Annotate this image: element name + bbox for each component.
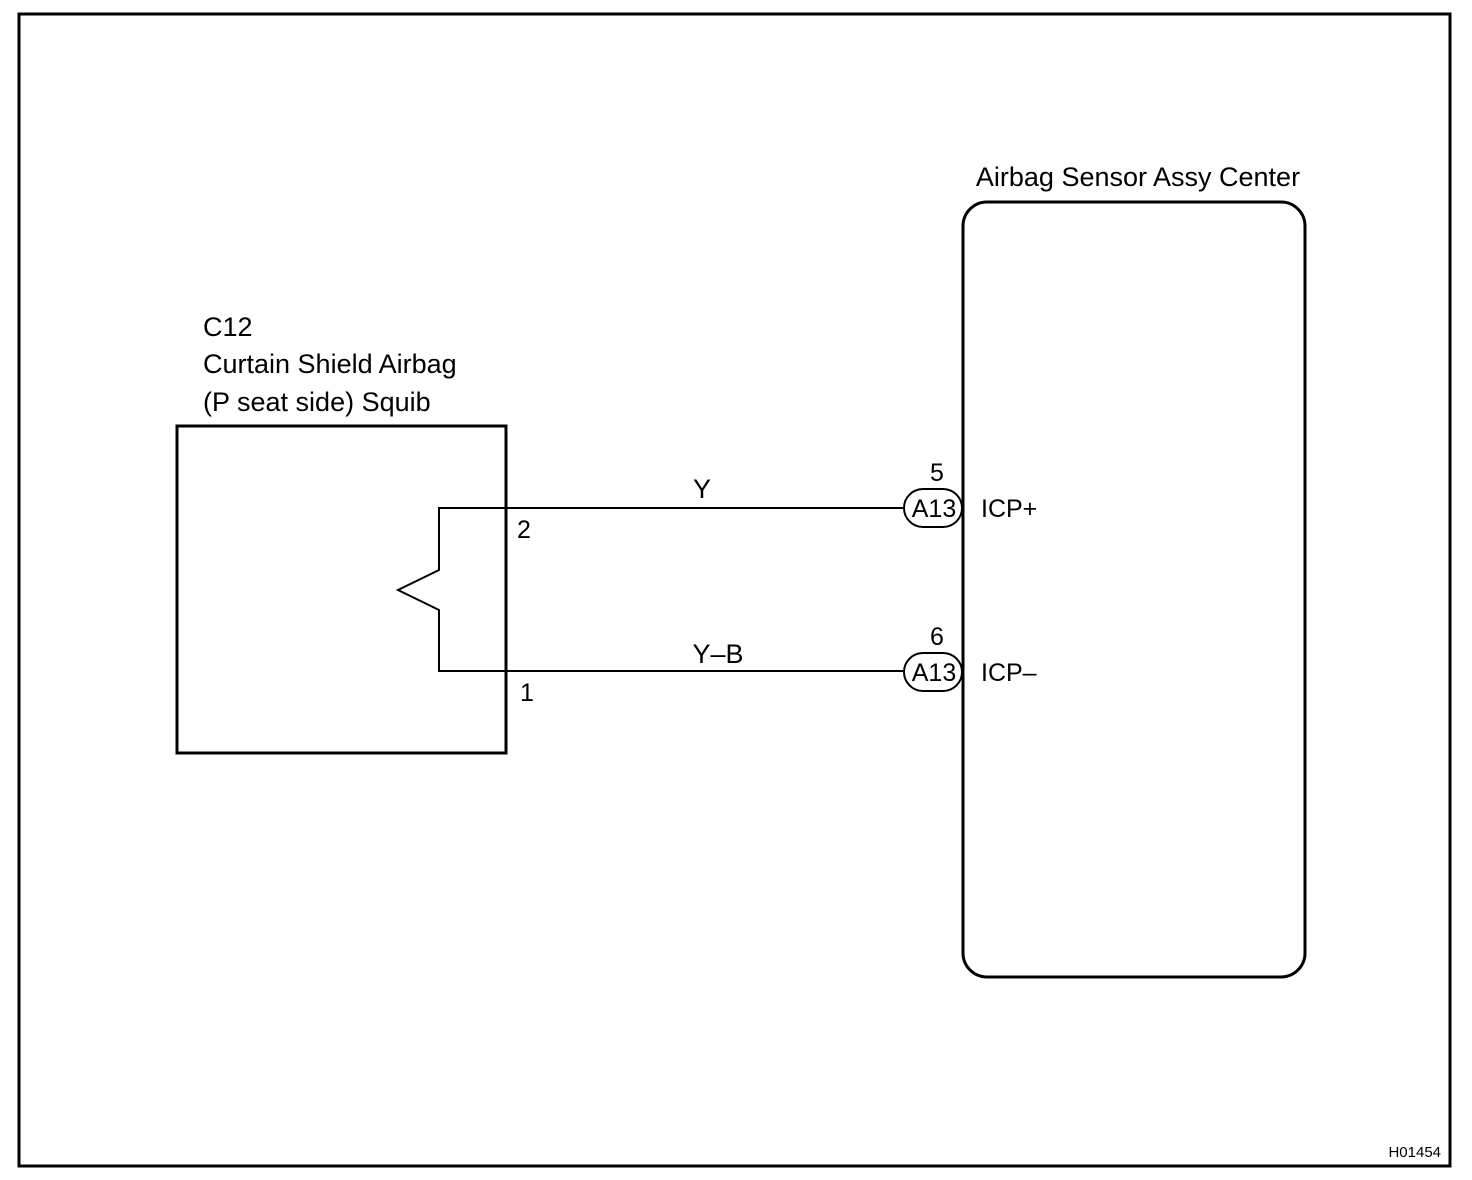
sensor-component: Airbag Sensor Assy Center 5 A13 ICP+ 6 A… xyxy=(903,162,1307,979)
connector-a13-bottom xyxy=(903,652,963,692)
wire-y: Y xyxy=(506,474,905,509)
signal-icp-minus: ICP– xyxy=(981,659,1037,687)
signal-icp-plus: ICP+ xyxy=(981,495,1037,523)
connector-a13-top xyxy=(903,488,963,528)
sensor-box xyxy=(961,200,1307,979)
terminal-pin-5: 5 xyxy=(930,459,944,487)
figure-id: H01454 xyxy=(1388,1144,1441,1161)
wire-y-b: Y–B xyxy=(506,639,905,672)
sensor-terminal-6: 6 A13 ICP– xyxy=(903,623,1037,692)
sensor-terminal-5: 5 A13 ICP+ xyxy=(903,459,1037,528)
squib-element-symbol xyxy=(395,507,506,672)
connector-a13-bottom-label: A13 xyxy=(912,659,956,687)
squib-component: C12 Curtain Shield Airbag (P seat side) … xyxy=(175,312,534,755)
squib-name-line1: Curtain Shield Airbag xyxy=(203,349,457,379)
squib-name-line2: (P seat side) Squib xyxy=(203,387,431,417)
squib-box xyxy=(175,424,508,755)
squib-code: C12 xyxy=(203,312,253,342)
squib-pin-1: 1 xyxy=(520,679,534,707)
sensor-title: Airbag Sensor Assy Center xyxy=(976,162,1300,192)
terminal-pin-6: 6 xyxy=(930,623,944,651)
squib-pin-2: 2 xyxy=(517,516,531,544)
diagram-frame xyxy=(17,12,1452,1168)
wire-y-b-label: Y–B xyxy=(692,639,743,669)
wire-y-label: Y xyxy=(693,474,711,504)
connector-a13-top-label: A13 xyxy=(912,495,956,523)
